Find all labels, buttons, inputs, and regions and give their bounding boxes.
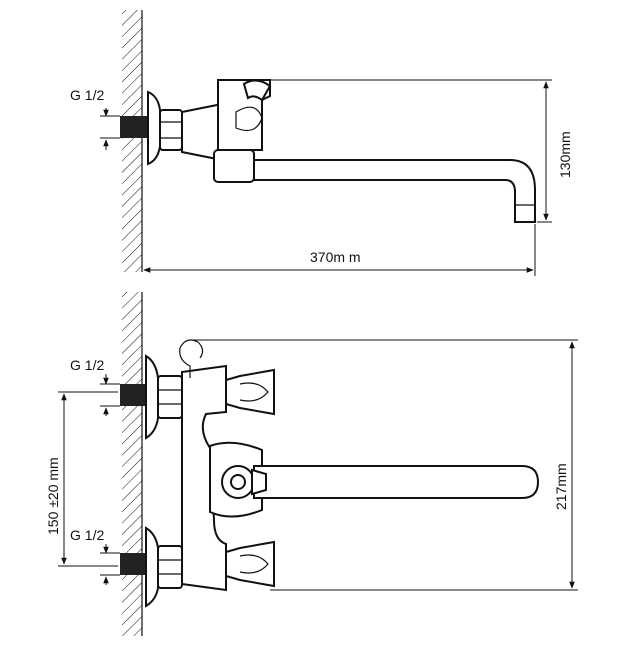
- dim-length-label: 370m m: [310, 249, 361, 265]
- escutcheon-top: [147, 90, 161, 166]
- wall-hatch-bottom: [122, 292, 142, 636]
- thread-label-top: G 1/2: [70, 87, 104, 103]
- spout-collar-top: [213, 149, 255, 183]
- escutcheon-upper: [145, 354, 159, 440]
- thread-label-upper: G 1/2: [70, 357, 104, 373]
- dim-spacing-label: 150 ±20 mm: [45, 457, 61, 535]
- nut-upper: [157, 375, 183, 419]
- nut-lower: [157, 545, 183, 589]
- thread-pipe-upper: [120, 384, 146, 406]
- escutcheon-lower: [145, 526, 159, 608]
- handle-lower: [225, 540, 275, 588]
- dim-height-bottom-label: 217mm: [553, 463, 569, 510]
- thread-pipe-top: [120, 116, 148, 138]
- thread-label-lower: G 1/2: [70, 527, 104, 543]
- nut-top: [159, 109, 183, 151]
- hook-top: [242, 79, 272, 102]
- shower-hook: [179, 339, 204, 378]
- handle-upper: [225, 368, 275, 416]
- spout-top: [253, 159, 536, 223]
- wall-hatch-top: [122, 10, 142, 272]
- dim-height-top-label: 130mm: [557, 131, 573, 178]
- spout-front: [253, 465, 540, 499]
- thread-pipe-lower: [120, 553, 146, 575]
- top-view: 130mm 370m m G 1/2: [70, 10, 573, 276]
- front-view: 217mm 150 ±20 mm G 1/2 G 1/2: [45, 292, 578, 636]
